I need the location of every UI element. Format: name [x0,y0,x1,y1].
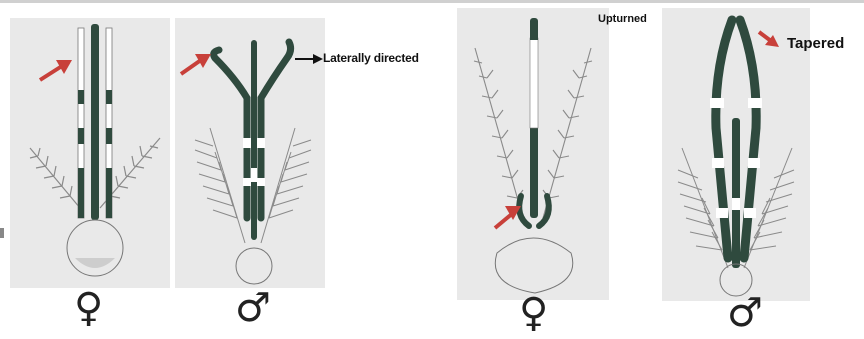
palp-right [106,28,112,218]
label-tapered: Tapered [787,35,844,52]
tapered-palp-left [710,20,732,258]
black-arrow-icon [295,53,323,65]
palp-left [78,28,84,218]
head [495,238,573,293]
label-upturned: Upturned [598,13,647,25]
clubbed-palp-left [214,50,251,218]
edge-tick [0,228,4,238]
proboscis [530,18,538,218]
plumose-antenna-left [195,128,245,243]
red-arrow-icon [495,206,521,228]
label-laterally-directed: Laterally directed [323,51,419,65]
head [236,248,272,284]
short-palp-right [539,196,549,226]
female-anopheles-illustration [10,18,170,288]
female-symbol: ♀ [519,293,548,333]
red-arrow-icon [40,60,72,80]
female-symbol: ♀ [74,288,103,328]
panel-female-culex [457,8,609,300]
plumose-antenna-right [261,128,311,243]
antenna-left [30,148,80,208]
red-arrow-icon [181,54,211,74]
proboscis [732,118,740,268]
short-palp-left [519,196,529,226]
antenna-right [543,48,592,218]
male-symbol: ♂ [235,288,271,328]
panel-female-anopheles [10,18,170,288]
male-symbol: ♂ [727,293,763,333]
tapered-palp-right [740,20,762,258]
top-border-line [0,0,864,3]
proboscis [91,24,99,220]
female-culex-illustration [457,8,609,300]
proboscis [251,40,257,240]
antenna-left [474,48,523,218]
red-arrow-icon [757,29,781,49]
